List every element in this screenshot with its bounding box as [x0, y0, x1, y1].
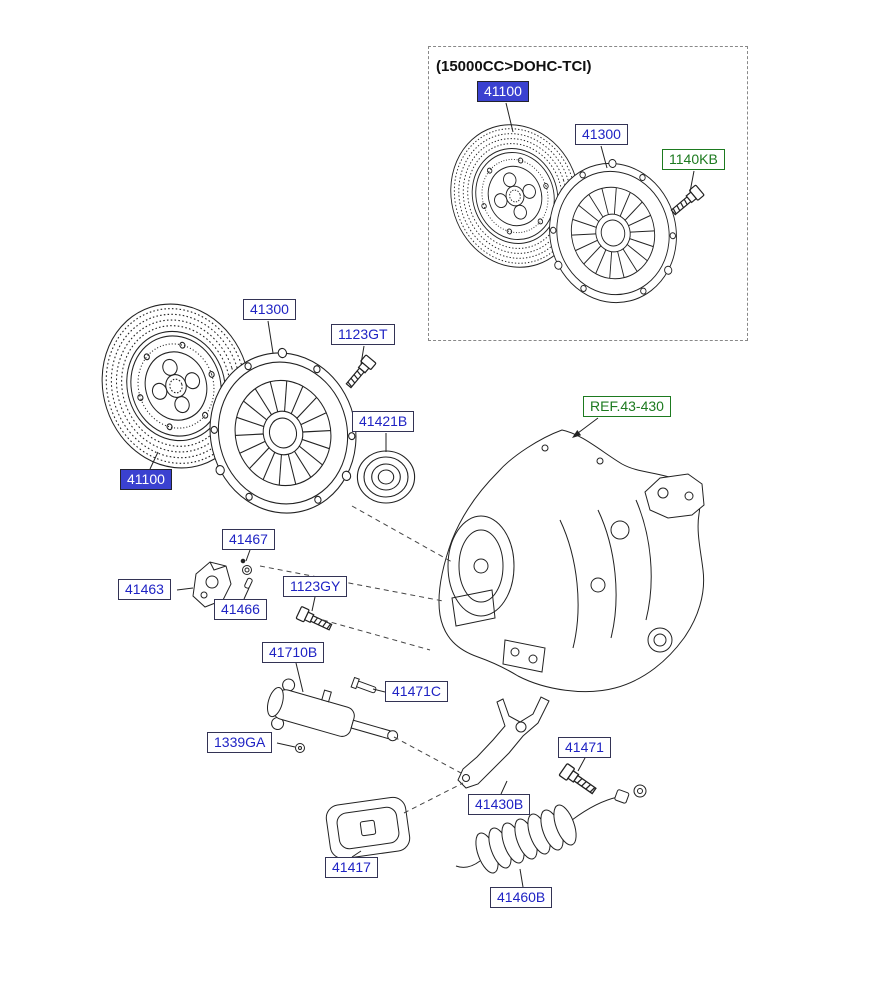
part-label-41300[interactable]: 41300 — [243, 299, 296, 320]
bolt-41471-drawing — [558, 762, 599, 798]
part-label-1140kb[interactable]: 1140KB — [662, 149, 725, 170]
assembly-dashed-lines — [259, 505, 464, 814]
part-label-41710b[interactable]: 41710B — [262, 642, 325, 663]
variant-box — [428, 46, 748, 341]
clutch-hose-drawing — [455, 784, 647, 874]
part-label-1123gt[interactable]: 1123GT — [331, 324, 395, 345]
release-fork-drawing — [457, 696, 550, 789]
bolt-1123gt-drawing — [343, 354, 377, 391]
part-label-41471[interactable]: 41471 — [558, 737, 611, 758]
clip-1339ga-drawing — [295, 743, 305, 753]
part-label-41300-variant[interactable]: 41300 — [575, 124, 628, 145]
release-bearing-drawing — [356, 450, 416, 504]
part-label-41430b[interactable]: 41430B — [468, 794, 531, 815]
hose-coil — [475, 804, 577, 874]
bolt-1123gy-drawing — [295, 605, 334, 634]
release-cylinder-drawing — [266, 678, 399, 742]
bracket-41463-drawing — [192, 561, 232, 608]
pin-washer-41467-drawing — [240, 558, 253, 589]
part-label-41100[interactable]: 41100 — [120, 469, 172, 490]
part-label-41417[interactable]: 41417 — [325, 857, 378, 878]
variant-title: (15000CC>DOHC-TCI) — [436, 58, 592, 75]
pin-41471c-drawing — [350, 676, 377, 694]
part-label-41421b[interactable]: 41421B — [352, 411, 415, 432]
part-label-41463[interactable]: 41463 — [118, 579, 171, 600]
part-label-41471c[interactable]: 41471C — [385, 681, 449, 702]
part-label-41100-variant[interactable]: 41100 — [477, 81, 529, 102]
transmission-drawing — [438, 429, 705, 693]
part-label-41467[interactable]: 41467 — [222, 529, 275, 550]
part-label-1123gy[interactable]: 1123GY — [283, 576, 348, 597]
part-label-1339ga[interactable]: 1339GA — [207, 732, 273, 753]
boot-41417-drawing — [325, 796, 411, 860]
ref-43-430-link[interactable]: REF.43-430 — [583, 396, 671, 417]
part-label-41460b[interactable]: 41460B — [490, 887, 553, 908]
ref-arrowhead — [572, 430, 582, 438]
leader-lines — [149, 102, 695, 888]
part-label-41466[interactable]: 41466 — [214, 599, 267, 620]
